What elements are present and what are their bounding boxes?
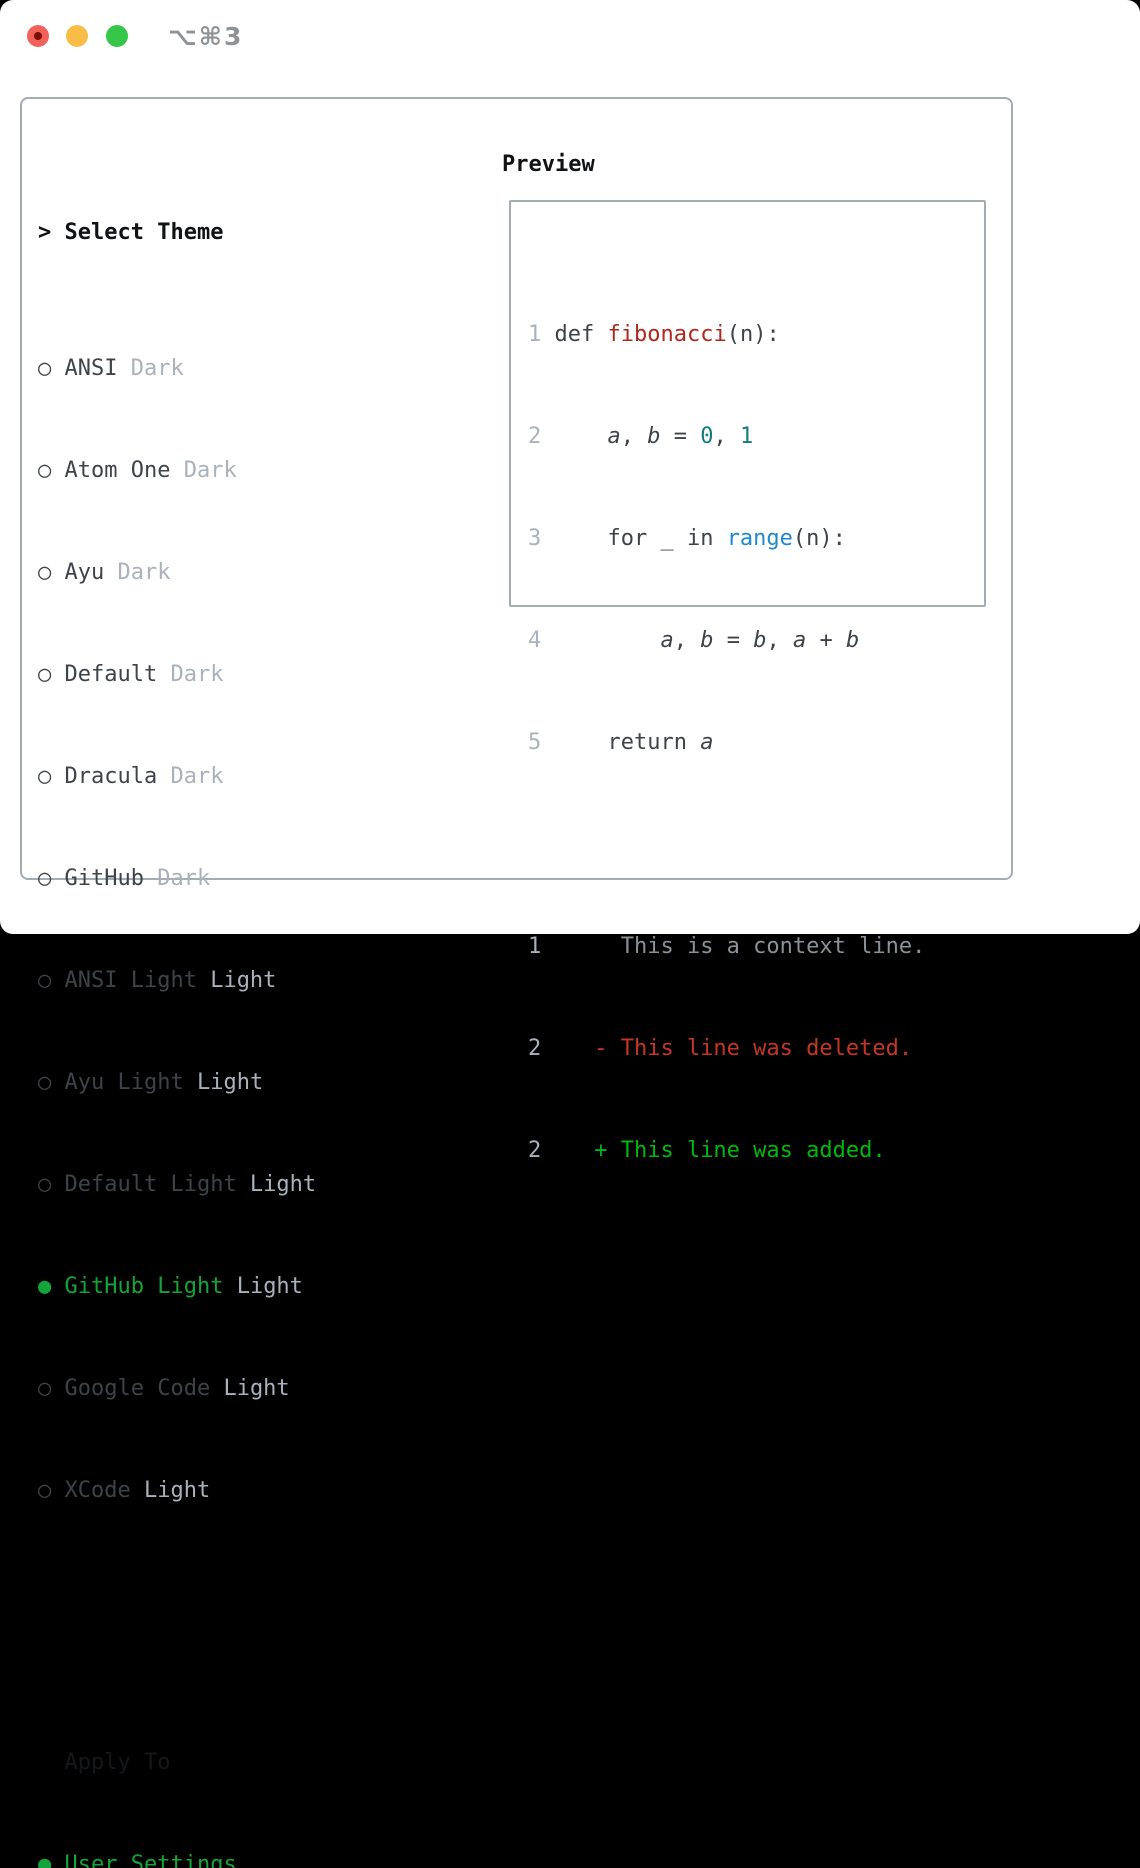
theme-variant-tag: Light: [184, 1070, 263, 1095]
theme-name: Default Light: [65, 1172, 237, 1197]
zoom-button[interactable]: [106, 25, 128, 47]
radio-bullet-icon: ○: [38, 1172, 65, 1197]
theme-option-github-dark[interactable]: ○ GitHub Dark: [38, 862, 409, 896]
preview-header: Preview: [502, 148, 595, 182]
diff-deleted-line: 2 - This line was deleted.: [528, 1032, 925, 1066]
title-bar: ⌥⌘3: [0, 0, 1140, 72]
app-window: ⌥⌘3 > Select Theme ○ ANSI Dark ○ Atom On…: [0, 0, 1140, 934]
radio-bullet-icon: ○: [38, 764, 65, 789]
diff-context-line: 1 This is a context line.: [528, 930, 925, 964]
theme-variant-tag: Dark: [157, 764, 223, 789]
radio-bullet-icon: ○: [38, 1070, 65, 1095]
theme-variant-tag: Light: [223, 1274, 302, 1299]
theme-variant-tag: Dark: [144, 866, 210, 891]
spacer: [38, 1610, 409, 1644]
theme-variant-tag: Light: [237, 1172, 316, 1197]
code-line: 5 return a: [528, 726, 925, 760]
theme-name: Dracula: [65, 764, 158, 789]
apply-to-header: Apply To: [38, 1746, 409, 1780]
radio-bullet-icon: ○: [38, 560, 65, 585]
theme-name: GitHub: [65, 866, 144, 891]
theme-name: ANSI: [65, 356, 118, 381]
radio-bullet-icon: ●: [38, 1852, 65, 1868]
theme-variant-tag: Light: [210, 1376, 289, 1401]
theme-option-google-code-light[interactable]: ○ Google Code Light: [38, 1372, 409, 1406]
theme-name: Default: [65, 662, 158, 687]
theme-option-atom-one-dark[interactable]: ○ Atom One Dark: [38, 454, 409, 488]
theme-variant-tag: Dark: [170, 458, 236, 483]
theme-option-default-light[interactable]: ○ Default Light Light: [38, 1168, 409, 1202]
theme-name: Atom One: [65, 458, 171, 483]
radio-bullet-icon: ○: [38, 1478, 65, 1503]
radio-bullet-icon: ○: [38, 968, 65, 993]
theme-variant-tag: Dark: [104, 560, 170, 585]
apply-option-user-settings[interactable]: ● User Settings: [38, 1848, 409, 1868]
theme-picker-column: > Select Theme ○ ANSI Dark ○ Atom One Da…: [38, 148, 409, 1868]
theme-option-default-dark[interactable]: ○ Default Dark: [38, 658, 409, 692]
code-line: 2 a, b = 0, 1: [528, 420, 925, 454]
diff-added-line: 2 + This line was added.: [528, 1134, 925, 1168]
theme-option-ansi-light[interactable]: ○ ANSI Light Light: [38, 964, 409, 998]
window-title: ⌥⌘3: [168, 22, 243, 51]
theme-option-xcode-light[interactable]: ○ XCode Light: [38, 1474, 409, 1508]
theme-name: GitHub Light: [65, 1274, 224, 1299]
theme-option-dracula-dark[interactable]: ○ Dracula Dark: [38, 760, 409, 794]
radio-bullet-icon: ○: [38, 662, 65, 687]
focus-cursor-icon: >: [38, 220, 65, 245]
theme-variant-tag: Dark: [157, 662, 223, 687]
minimize-button[interactable]: [66, 25, 88, 47]
select-theme-header: > Select Theme: [38, 216, 409, 250]
unsaved-changes-dot-icon: [34, 32, 42, 40]
radio-bullet-icon: ○: [38, 458, 65, 483]
radio-bullet-icon: ○: [38, 1376, 65, 1401]
theme-name: ANSI Light: [65, 968, 197, 993]
theme-variant-tag: Light: [197, 968, 276, 993]
theme-name: Ayu: [65, 560, 105, 585]
theme-name: Google Code: [65, 1376, 211, 1401]
code-line: 1 def fibonacci(n):: [528, 318, 925, 352]
code-line: 4 a, b = b, a + b: [528, 624, 925, 658]
theme-name: Ayu Light: [65, 1070, 184, 1095]
theme-option-github-light[interactable]: ● GitHub Light Light: [38, 1270, 409, 1304]
preview-content: 1 def fibonacci(n): 2 a, b = 0, 1 3 for …: [528, 250, 925, 1236]
blank-line: [528, 828, 925, 862]
theme-option-ansi-dark[interactable]: ○ ANSI Dark: [38, 352, 409, 386]
theme-option-ayu-light[interactable]: ○ Ayu Light Light: [38, 1066, 409, 1100]
apply-option-name: User Settings: [65, 1852, 237, 1868]
theme-variant-tag: Light: [131, 1478, 210, 1503]
radio-bullet-icon: ●: [38, 1274, 65, 1299]
close-button[interactable]: [27, 25, 49, 47]
radio-bullet-icon: ○: [38, 866, 65, 891]
code-line: 3 for _ in range(n):: [528, 522, 925, 556]
radio-bullet-icon: ○: [38, 356, 65, 381]
preview-box: 1 def fibonacci(n): 2 a, b = 0, 1 3 for …: [509, 200, 986, 607]
theme-name: XCode: [65, 1478, 131, 1503]
section-title: Select Theme: [65, 220, 224, 245]
theme-variant-tag: Dark: [117, 356, 183, 381]
theme-option-ayu-dark[interactable]: ○ Ayu Dark: [38, 556, 409, 590]
